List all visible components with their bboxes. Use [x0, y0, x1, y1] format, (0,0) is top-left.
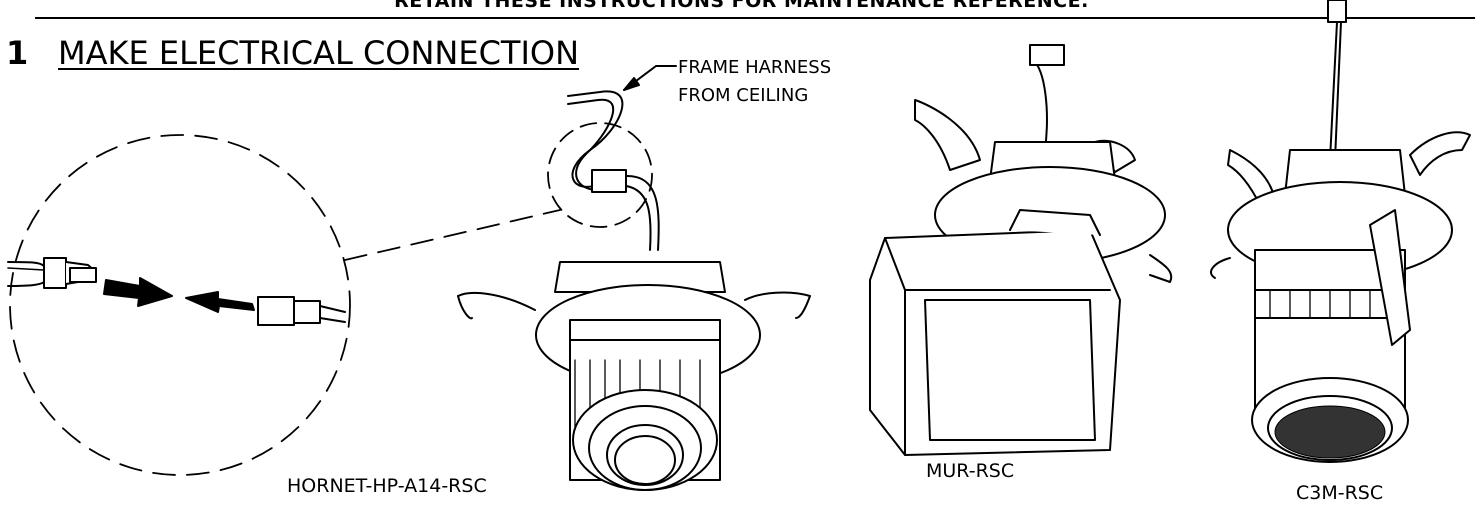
callout-line-1: FRAME HARNESS [678, 57, 832, 78]
harness-callout: FRAME HARNESS FROM CEILING [678, 54, 831, 110]
frame-harness-wire [567, 90, 660, 251]
c3m-fixture-drawing [1210, 0, 1471, 463]
callout-line-2: FROM CEILING [678, 85, 809, 106]
header-rule [35, 17, 1475, 19]
hornet-label: HORNET-HP-A14-RSC [287, 475, 487, 497]
header-text: RETAIN THESE INSTRUCTIONS FOR MAINTENANC… [394, 0, 1089, 12]
mur-fixture-drawing [869, 44, 1173, 456]
step-number: 1 [6, 34, 29, 72]
hornet-fixture-drawing [457, 261, 811, 491]
mur-label: MUR-RSC [926, 460, 1015, 482]
callout-leader [623, 65, 677, 91]
connector-detail-magnifier [7, 122, 653, 476]
c3m-label: C3M-RSC [1296, 482, 1384, 504]
step-title: MAKE ELECTRICAL CONNECTION [58, 34, 580, 72]
